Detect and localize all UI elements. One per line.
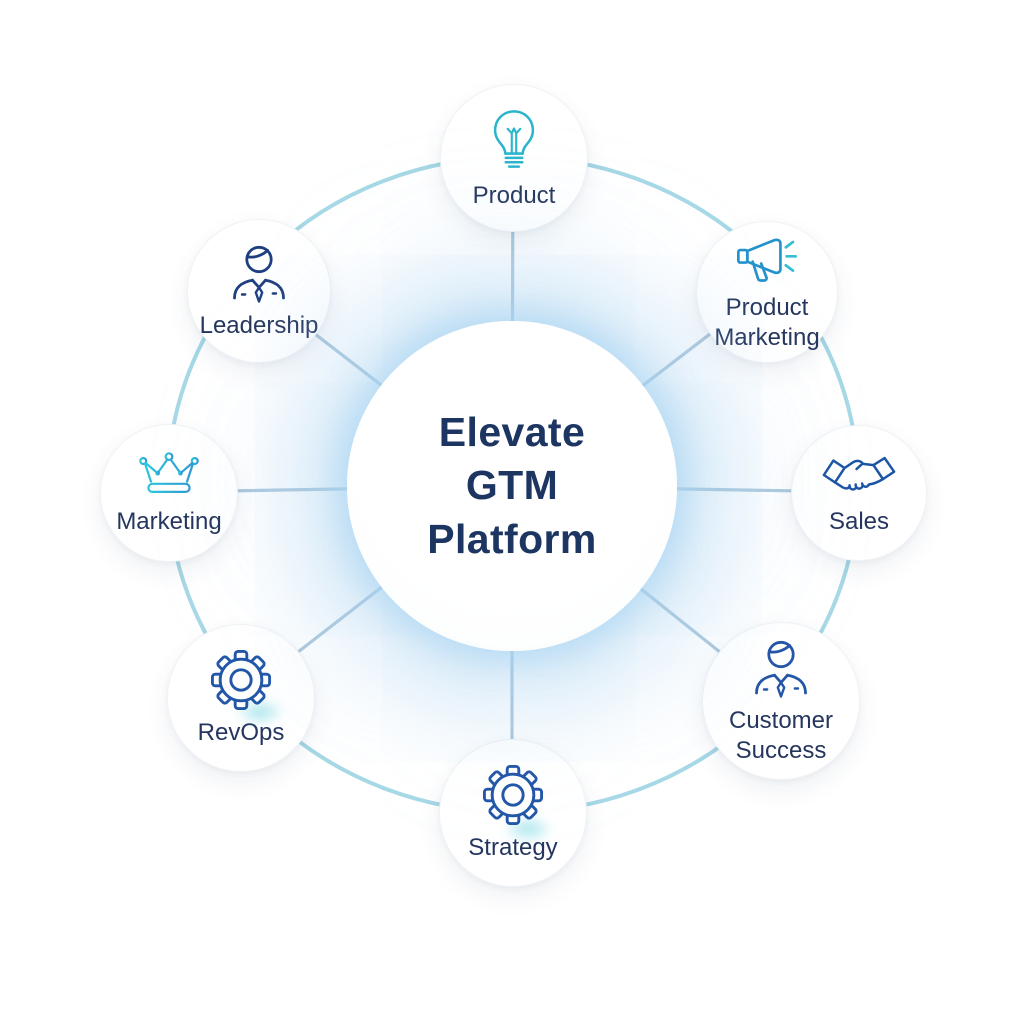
gear-icon bbox=[482, 764, 544, 826]
node-product: Product bbox=[440, 84, 588, 232]
node-strategy: Strategy bbox=[439, 739, 587, 887]
node-label: Strategy bbox=[468, 833, 558, 861]
node-label: Product Marketing bbox=[714, 294, 820, 351]
person-icon bbox=[749, 637, 813, 699]
hub-title-line-3: Platform bbox=[427, 515, 597, 562]
node-revops: RevOps bbox=[167, 624, 315, 772]
megaphone-icon bbox=[737, 238, 797, 283]
node-label: Marketing bbox=[116, 507, 222, 535]
node-label: Product bbox=[472, 181, 556, 209]
hub-title-line-1: Elevate bbox=[438, 409, 586, 456]
node-leadership: Leadership bbox=[187, 219, 331, 363]
hub-circle: Elevate GTM Platform bbox=[347, 321, 677, 651]
node-label: Sales bbox=[828, 507, 890, 535]
lightbulb-icon bbox=[483, 106, 545, 174]
node-label: Leadership bbox=[199, 311, 319, 339]
hub-title: Elevate GTM Platform bbox=[427, 406, 597, 566]
node-label: Customer Success bbox=[728, 707, 834, 764]
handshake-icon bbox=[821, 450, 897, 500]
node-marketing: Marketing bbox=[100, 424, 238, 562]
node-product-marketing: Product Marketing bbox=[696, 221, 838, 363]
hub-title-line-2: GTM bbox=[465, 462, 559, 509]
executive-icon bbox=[227, 242, 291, 304]
crown-icon bbox=[139, 452, 199, 493]
node-label: RevOps bbox=[197, 718, 285, 746]
node-customer-success: Customer Success bbox=[702, 622, 860, 780]
gear-icon bbox=[210, 649, 272, 711]
node-sales: Sales bbox=[791, 425, 927, 561]
